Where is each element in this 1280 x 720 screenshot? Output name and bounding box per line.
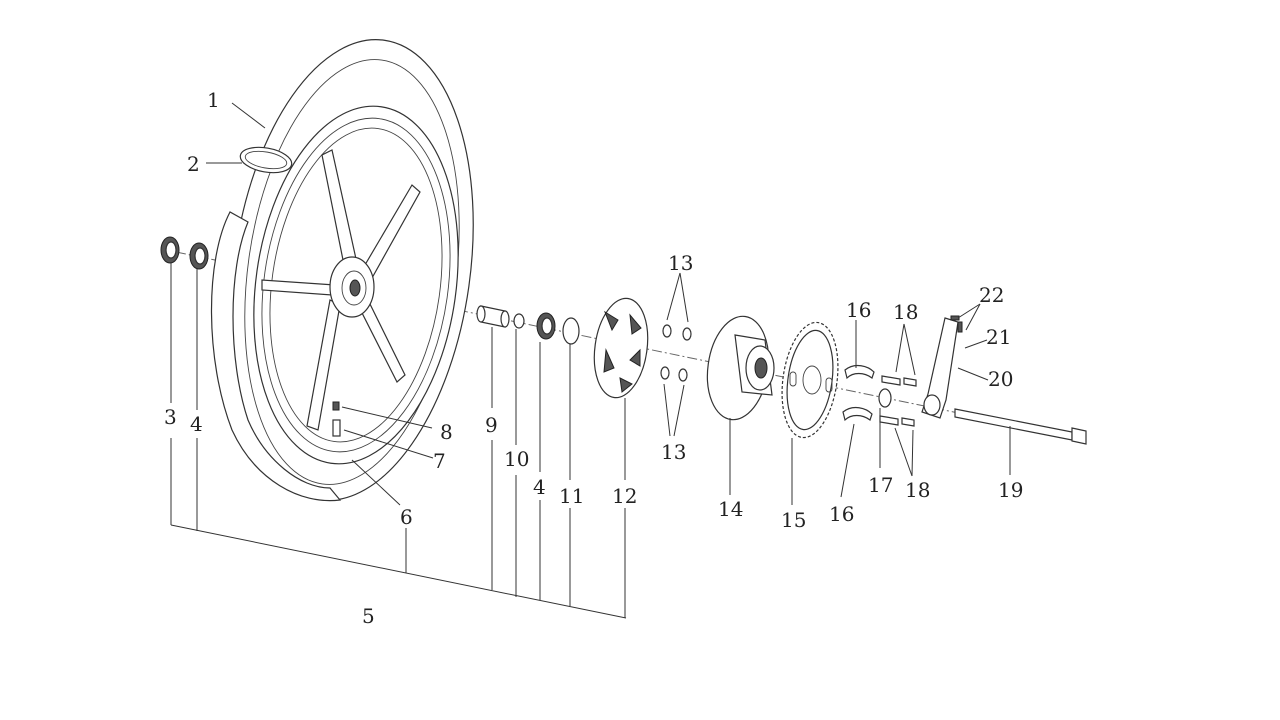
sprocket-bolts-upper — [662, 324, 692, 341]
callout-6: 6 — [400, 505, 413, 529]
lock-plate-upper — [844, 364, 875, 380]
callout-13b: 13 — [661, 440, 686, 464]
callout-10: 10 — [504, 447, 529, 471]
tube-ring — [239, 146, 293, 174]
callout-4a: 4 — [190, 412, 203, 436]
callout-8: 8 — [440, 420, 453, 444]
callout-12: 12 — [612, 484, 637, 508]
callout-21: 21 — [986, 325, 1011, 349]
callout-20: 20 — [988, 367, 1013, 391]
sprocket-bolts-lower — [660, 366, 688, 382]
callout-16b: 16 — [829, 502, 854, 526]
axle-spacer — [878, 388, 892, 408]
bolts-upper — [881, 375, 917, 387]
valve-cap — [332, 401, 340, 411]
callout-17: 17 — [868, 473, 893, 497]
valve-stem — [332, 419, 341, 437]
callout-16a: 16 — [846, 298, 871, 322]
callout-15: 15 — [781, 508, 806, 532]
callout-22: 22 — [979, 283, 1004, 307]
callout-19: 19 — [998, 478, 1023, 502]
callout-7: 7 — [433, 449, 446, 473]
callout-3: 3 — [164, 405, 177, 429]
callout-13a: 13 — [668, 251, 693, 275]
cush-drive-damper — [593, 297, 649, 399]
callout-4b: 4 — [533, 475, 546, 499]
callout-1: 1 — [207, 88, 220, 112]
callout-18a: 18 — [893, 300, 918, 324]
leader-lines — [170, 102, 1011, 619]
lock-plate-lower — [842, 406, 873, 422]
callout-9: 9 — [485, 413, 498, 437]
left-seal — [160, 236, 180, 264]
spacer-tube — [476, 305, 510, 328]
axle — [954, 408, 1087, 445]
callout-14: 14 — [718, 497, 743, 521]
callout-5: 5 — [362, 604, 375, 628]
wheel-rim — [253, 105, 459, 465]
chain-adjuster — [921, 315, 963, 419]
sprocket — [781, 321, 839, 439]
callout-11: 11 — [559, 484, 584, 508]
sprocket-hub — [706, 315, 775, 421]
left-bearing — [189, 242, 209, 270]
circlip — [562, 317, 580, 345]
callout-2: 2 — [187, 152, 200, 176]
right-bearing — [536, 312, 556, 340]
bolts-lower — [879, 415, 915, 427]
washer — [513, 313, 525, 329]
callout-18b: 18 — [905, 478, 930, 502]
callout-labels: 1 2 3 4 5 6 7 8 9 10 4 11 12 13 13 14 15… — [164, 88, 1023, 628]
